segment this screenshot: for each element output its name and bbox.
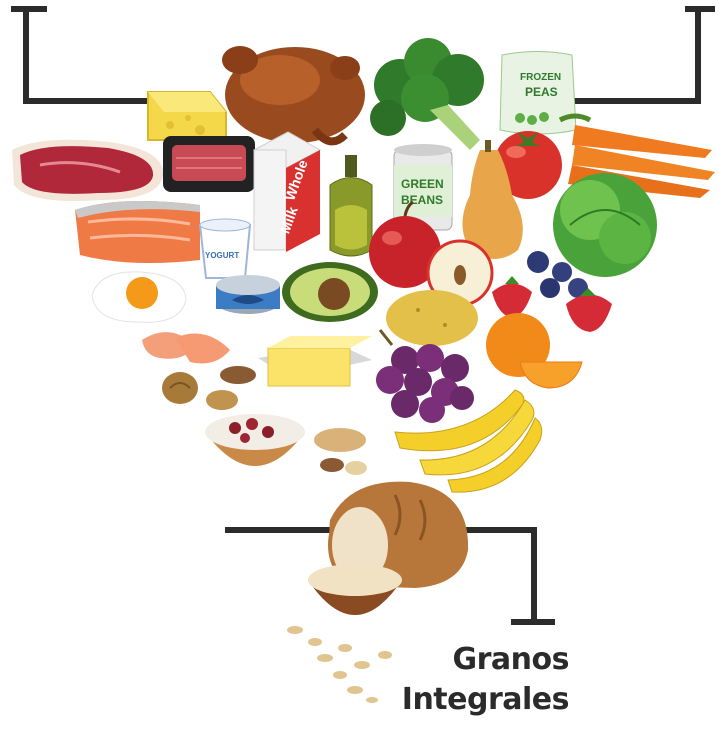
beans-label-line1: GREEN: [401, 177, 444, 191]
almonds: [206, 366, 256, 410]
almond-pair: [320, 458, 367, 475]
steak: [12, 140, 163, 201]
tuna-can: [216, 275, 280, 314]
cheese: [148, 92, 226, 140]
broccoli: [370, 38, 484, 150]
ground-meat: [163, 136, 255, 192]
label-line2: Integrales: [402, 680, 569, 720]
oat-flakes: [287, 626, 392, 703]
milk-carton: Whole Milk: [254, 132, 320, 252]
bowl-of-beans: [205, 414, 305, 466]
shrimp: [142, 332, 230, 363]
walnut: [162, 372, 198, 404]
beans-label-line2: BEANS: [401, 193, 443, 207]
olive-oil-bottle: [330, 155, 372, 256]
yogurt-label: YOGURT: [205, 251, 239, 260]
peanut: [314, 428, 366, 452]
roast-chicken: [222, 46, 365, 143]
yogurt-cup: YOGURT: [200, 219, 250, 278]
salmon-fillet: [75, 201, 200, 263]
label-line1: Granos: [402, 640, 569, 680]
lettuce: [553, 173, 657, 277]
peas-label-line2: PEAS: [525, 85, 558, 99]
avocado: [282, 262, 378, 322]
fried-egg: [92, 272, 186, 322]
orange: [486, 313, 582, 388]
butter: [258, 336, 372, 386]
peas-label-line1: FROZEN: [520, 72, 561, 83]
potato: [386, 290, 478, 346]
frozen-peas-bag: FROZEN PEAS: [500, 52, 576, 135]
oats-bowl: [308, 564, 402, 615]
whole-grains-label: Granos Integrales: [402, 640, 569, 720]
